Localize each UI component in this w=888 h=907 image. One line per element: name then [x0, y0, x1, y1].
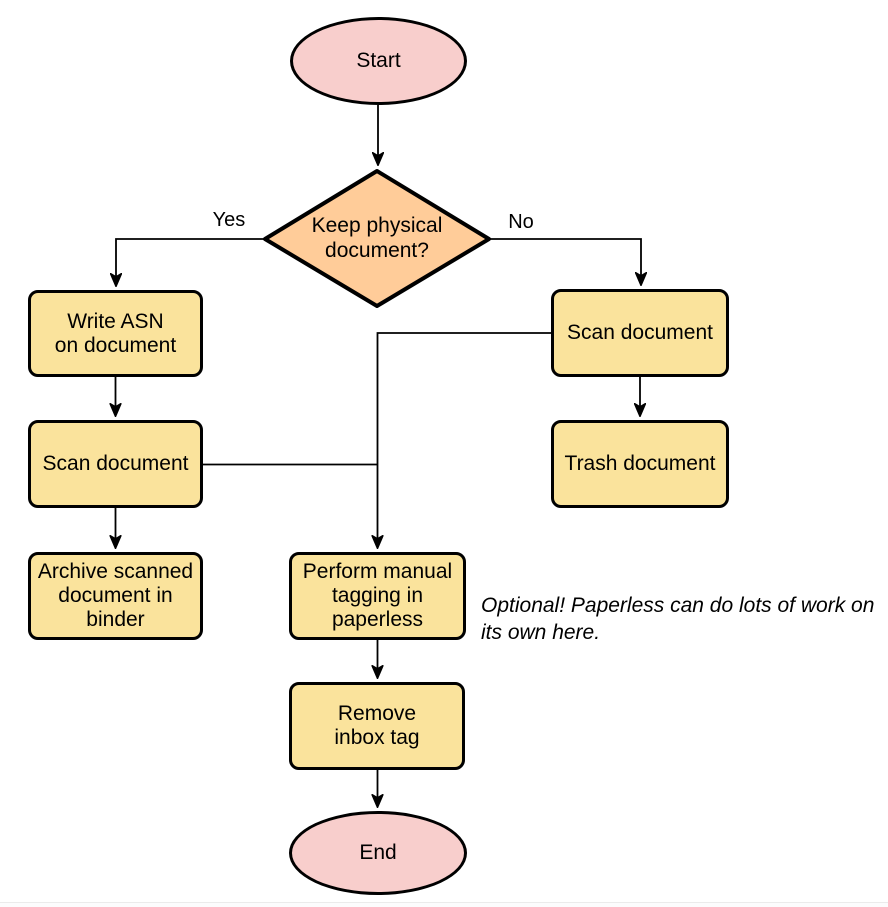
edge-decision-no-to-scan-right	[489, 238, 641, 285]
edge-scan-right-to-tagging	[378, 332, 551, 548]
process-manual-tagging-node: Perform manual tagging in paperless	[289, 552, 466, 640]
process-write-asn-node: Write ASN on document	[28, 290, 203, 377]
edge-decision-yes-to-write-asn	[116, 238, 265, 286]
window-bottom-edge	[0, 902, 888, 907]
process-remove-inbox-tag-node: Remove inbox tag	[289, 682, 465, 770]
process-scan-document-right-node: Scan document	[551, 289, 729, 377]
end-node: End	[289, 811, 467, 895]
process-archive-document-node: Archive scanned document in binder	[28, 552, 203, 640]
decision-diamond-shape	[263, 169, 491, 308]
edge-label-no: No	[508, 211, 534, 233]
start-node: Start	[290, 17, 467, 105]
decision-node-label: Keep physical document?	[311, 214, 443, 262]
process-trash-document-node: Trash document	[551, 420, 729, 508]
process-scan-document-left-node: Scan document	[28, 420, 203, 508]
edge-label-yes: Yes	[212, 209, 246, 231]
optional-note: Optional! Paperless can do lots of work …	[481, 594, 875, 644]
